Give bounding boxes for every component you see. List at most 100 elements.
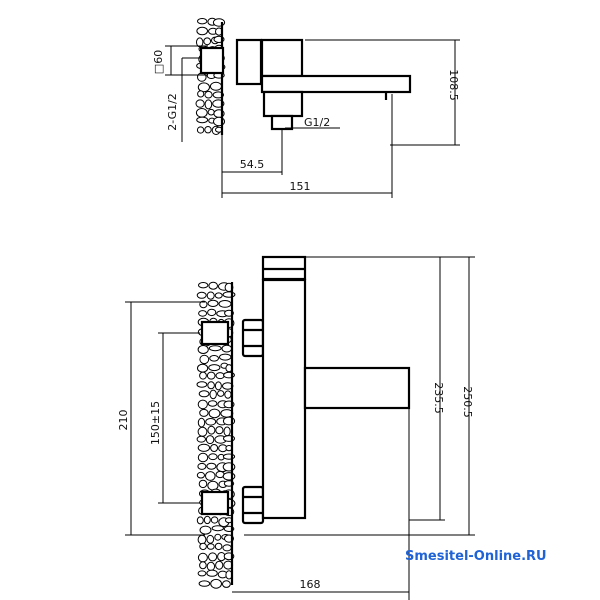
- wall-stone: [197, 90, 205, 98]
- dim-total-height: 210: [117, 410, 130, 431]
- wall-stone: [195, 99, 205, 108]
- dim-offset: 54.5: [240, 158, 265, 171]
- wall-stone: [207, 308, 217, 317]
- wall-stone: [206, 561, 216, 572]
- wall-stone: [219, 353, 232, 361]
- wall-stone: [208, 408, 221, 419]
- wall-stone: [208, 281, 218, 290]
- wall-stone: [222, 580, 231, 588]
- wall-stone: [222, 544, 232, 552]
- wall-stone: [222, 291, 236, 298]
- wall-stone: [199, 561, 207, 570]
- wall-stones-top: [195, 17, 226, 135]
- wall-stone: [209, 389, 217, 400]
- wall-stone: [207, 381, 215, 390]
- wall-stone: [197, 345, 209, 354]
- connector-nut-upper: [241, 318, 265, 358]
- wall-stone: [223, 426, 231, 437]
- wall-stone: [207, 425, 216, 435]
- wall-stone: [205, 435, 215, 445]
- wall-stone: [215, 560, 224, 570]
- spout-top: [260, 74, 412, 94]
- wall-stone: [214, 292, 223, 299]
- wall-stone: [197, 18, 208, 25]
- wall-stone: [196, 291, 207, 299]
- connector-nut-top: [235, 38, 263, 86]
- wall-stone: [207, 299, 219, 307]
- outlet-thread-top: [270, 114, 294, 131]
- wall-stone: [204, 126, 212, 134]
- wall-stone: [210, 444, 219, 452]
- wall-stone: [197, 552, 208, 563]
- wall-stone: [206, 371, 216, 380]
- wall-stone: [196, 516, 204, 525]
- wall-stone: [197, 72, 207, 82]
- wall-stones-front: [196, 281, 236, 589]
- wall-stone: [198, 390, 210, 398]
- dim-height-total: 250.5: [461, 386, 474, 418]
- dim-center-distance: 150±15: [149, 401, 162, 445]
- wall-stone: [199, 542, 207, 551]
- wall-stone: [198, 479, 208, 489]
- dim-thread-outlet: G1/2: [304, 116, 330, 129]
- wall-stone: [214, 381, 222, 391]
- wall-stone: [199, 300, 208, 309]
- wall-stone: [197, 363, 209, 373]
- dim-depth: 168: [300, 578, 321, 591]
- dim-square-size: □60: [152, 50, 165, 74]
- wall-stone: [203, 515, 211, 525]
- wall-stone: [204, 90, 213, 99]
- wall-stone: [208, 453, 218, 461]
- wall-stone: [207, 108, 215, 116]
- wall-stone: [208, 364, 221, 372]
- front-view: 210 150±15 235.5 250.5 168: [117, 255, 475, 600]
- wall-stone: [206, 462, 217, 470]
- wall-stone: [197, 534, 207, 545]
- wall-stone: [214, 542, 223, 551]
- wall-stone: [215, 426, 224, 435]
- watermark-text: Smesitel-Online.RU: [405, 549, 547, 564]
- wall-stone: [196, 381, 208, 388]
- wall-stone: [199, 354, 210, 365]
- wall-stone: [209, 81, 223, 91]
- dim-length: 151: [290, 180, 311, 193]
- wall-stone: [195, 108, 208, 118]
- wall-socket-upper: [200, 320, 230, 346]
- wall-socket-top: [199, 46, 225, 75]
- wall-stone: [197, 426, 208, 437]
- dim-thread-inlets: 2-G1/2: [166, 93, 179, 131]
- wall-stone: [206, 534, 215, 544]
- wall-stone: [208, 345, 222, 352]
- wall-stone: [214, 533, 222, 541]
- wall-stone: [197, 417, 206, 428]
- mixer-body-front: [261, 278, 307, 520]
- wall-stone: [205, 418, 217, 426]
- wall-stone: [206, 543, 215, 550]
- wall-stone: [209, 355, 220, 362]
- wall-stone: [197, 399, 208, 410]
- wall-stone: [198, 310, 208, 317]
- outlet-block-top: [262, 90, 304, 118]
- wall-stone: [206, 569, 218, 577]
- wall-stone: [196, 435, 207, 443]
- wall-stone: [210, 516, 219, 524]
- wall-stone: [208, 552, 218, 562]
- wall-stone: [199, 371, 207, 380]
- wall-stone: [196, 471, 205, 479]
- wall-stone: [197, 570, 207, 577]
- wall-stone: [196, 26, 208, 36]
- wall-stone: [217, 390, 225, 397]
- wall-stone: [197, 452, 209, 463]
- mixer-body-top: [260, 38, 304, 78]
- wall-stone: [206, 291, 215, 300]
- wall-stone: [224, 390, 232, 399]
- dim-height-mid: 235.5: [432, 382, 445, 414]
- wall-stone: [203, 37, 212, 46]
- wall-stone: [196, 116, 209, 124]
- wall-stone: [205, 471, 216, 481]
- wall-stone: [210, 578, 223, 589]
- wall-stone: [198, 580, 211, 587]
- wall-stone: [204, 99, 213, 110]
- wall-stone: [211, 525, 225, 532]
